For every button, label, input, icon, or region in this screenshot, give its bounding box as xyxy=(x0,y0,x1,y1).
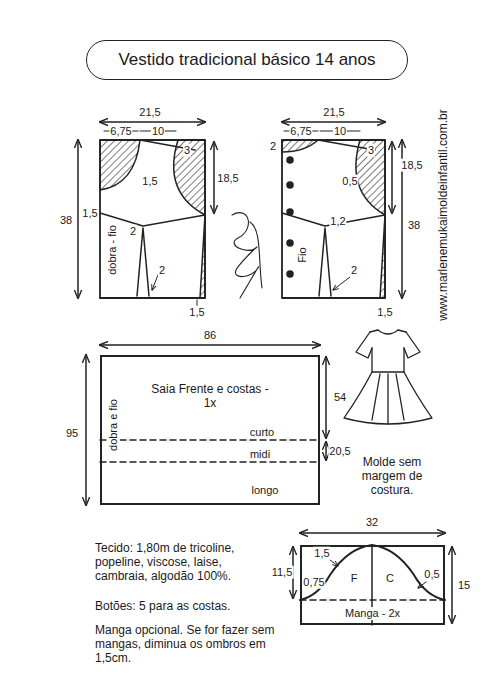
dimension-label: dobra - fio xyxy=(106,224,119,276)
dimension-label: 38 xyxy=(407,219,421,232)
dimension-label: 1,5 xyxy=(313,547,330,560)
title-text: Vestido tradicional básico 14 anos xyxy=(116,50,377,70)
dimension-label: 2 xyxy=(129,225,137,238)
dimension-label: 18,5 xyxy=(216,172,239,185)
dimension-label: longo xyxy=(251,484,280,497)
dimension-label: 2 xyxy=(269,140,277,153)
dimension-label: 10 xyxy=(333,125,347,138)
piece-label: Saia Frente e costas - 1x xyxy=(148,383,272,411)
dimension-label: 95 xyxy=(65,427,79,440)
note-text: Molde sem margem de costura. xyxy=(347,456,437,497)
dress-illustration xyxy=(344,330,432,424)
watermark: www.marlenemukaimoldeinfantil.com.br xyxy=(437,108,451,321)
dimension-label: 15 xyxy=(457,579,471,592)
dimension-label: 1,5 xyxy=(188,306,205,319)
dimension-label: midi xyxy=(249,448,271,461)
note-text: Manga opcional. Se for fazer sem mangas,… xyxy=(94,624,278,665)
dimension-label: 0,5 xyxy=(423,568,440,581)
dimension-label: 54 xyxy=(333,391,347,404)
front-bodice xyxy=(78,122,214,306)
dimension-label: 38 xyxy=(59,214,73,227)
dimension-label: 18,5 xyxy=(400,159,423,172)
dimension-label: 1,5 xyxy=(81,207,98,220)
dimension-label: 21,5 xyxy=(138,106,161,119)
title-box: Vestido tradicional básico 14 anos xyxy=(86,40,408,80)
dimension-label: 1,5 xyxy=(141,175,158,188)
skirt-piece: Saia Frente e costas - 1x xyxy=(100,355,320,505)
dimension-label: 21,5 xyxy=(322,106,345,119)
dimension-label: 3 xyxy=(183,144,191,157)
dimension-label: 0,75 xyxy=(302,576,325,589)
dimension-label: 1,2 xyxy=(329,215,346,228)
dimension-label: dobra e fio xyxy=(107,398,120,452)
dimension-label: 2 xyxy=(350,264,358,277)
dimension-label: C xyxy=(385,572,395,585)
dimension-label: 3 xyxy=(367,144,375,157)
dimension-label: 2 xyxy=(158,264,166,277)
dimension-label: 0,5 xyxy=(341,175,358,188)
signature xyxy=(232,213,262,298)
dimension-label: 6,75 xyxy=(109,125,132,138)
dimension-label: 1,5 xyxy=(376,306,393,319)
dimension-label: Fio xyxy=(296,246,309,263)
dimension-label: 86 xyxy=(203,329,217,342)
skirt-lines xyxy=(86,345,326,505)
dimension-label: F xyxy=(350,572,359,585)
dimension-label: curto xyxy=(249,426,275,439)
piece-label: Manga - 2x xyxy=(343,607,402,620)
note-text: Tecido: 1,80m de tricoline, popeline, vi… xyxy=(94,542,278,583)
note-text: Botões: 5 para as costas. xyxy=(94,600,278,614)
sleeve xyxy=(293,533,452,625)
back-bodice xyxy=(282,122,402,298)
dimension-label: 32 xyxy=(365,516,379,529)
dimension-label: 6,75 xyxy=(289,125,312,138)
dimension-label: 10 xyxy=(151,125,165,138)
dimension-label: 11,5 xyxy=(271,566,294,579)
